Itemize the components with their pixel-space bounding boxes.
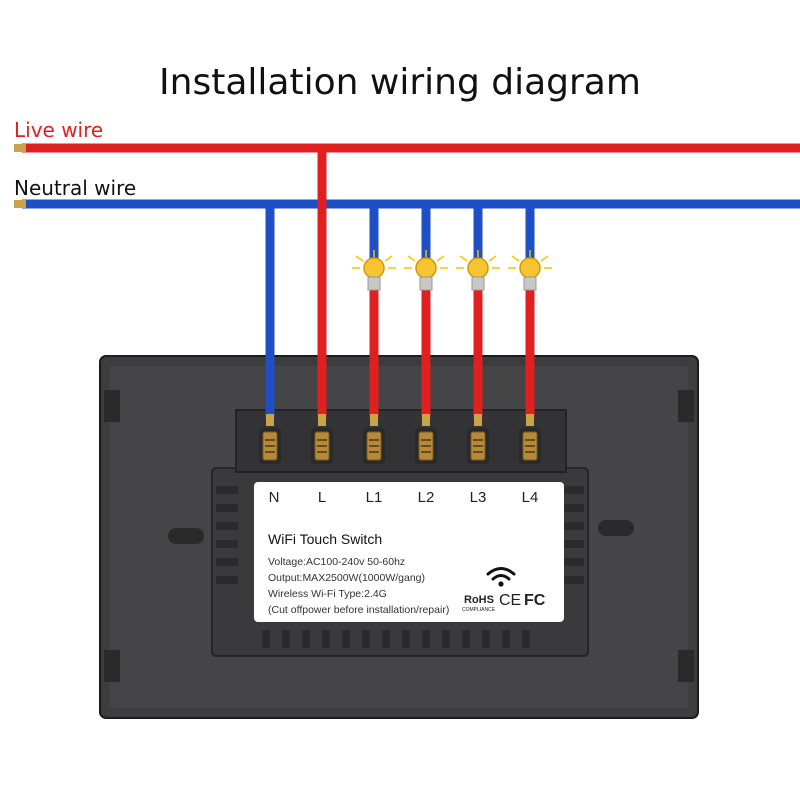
terminal-label-n: N [268,489,280,506]
sticker-output: Output:MAX2500W(1000W/gang) [268,572,425,584]
wire-tips [266,414,534,426]
right-screw-slot [598,520,634,536]
sticker-note: (Cut offpower before installation/repair… [268,604,450,616]
neutral-wire-label: Neutral wire [14,176,137,200]
vent-fins [216,486,584,648]
right-clip-top [678,390,694,422]
terminal-screws [259,428,541,464]
terminal-label-l2: L2 [417,489,435,506]
light-bulb-icon [352,250,396,291]
terminal-label-l4: L4 [521,489,539,506]
terminal-label-l: L [317,489,327,506]
product-label-sticker [254,482,564,622]
fcc-mark: FC [524,592,546,609]
rohs-compliance-text: COMPLIANCE [462,607,496,613]
sticker-title: WiFi Touch Switch [268,531,383,547]
live-wire-label: Live wire [14,118,104,142]
left-screw-slot [168,528,204,544]
light-bulb-icon [508,250,552,291]
terminal-block [235,409,567,473]
right-clip-bottom [678,650,694,682]
neutral-wire-tip [14,200,26,208]
wifi-icon [486,567,516,587]
diagram-title: Installation wiring diagram [159,62,641,103]
ce-mark: CE [499,592,522,609]
light-bulb-icon [404,250,448,291]
terminal-label-l1: L1 [365,489,383,506]
terminal-label-l3: L3 [469,489,487,506]
left-clip-top [104,390,120,422]
sticker-wireless: Wireless Wi-Fi Type:2.4G [268,588,387,600]
sticker-voltage: Voltage:AC100-240v 50-60hz [268,556,406,568]
left-clip-bottom [104,650,120,682]
light-bulb-icon [456,250,500,291]
rohs-mark: RoHS [464,594,494,606]
live-wire-tip [14,144,26,152]
